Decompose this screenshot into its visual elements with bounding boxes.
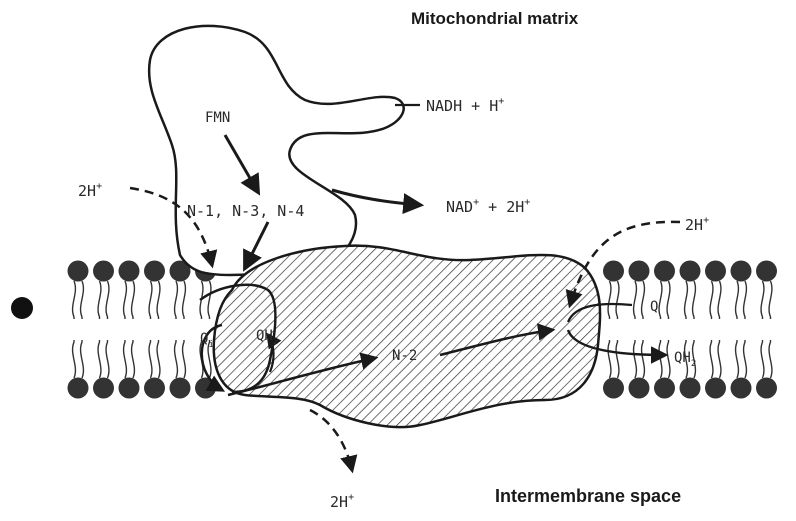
lipid-tail	[769, 281, 772, 319]
lipid-tail	[736, 340, 739, 378]
left-proton-label: 2H+	[78, 181, 102, 200]
lipid-tail	[710, 281, 713, 319]
lipid-head	[195, 378, 216, 399]
lipid-head	[170, 378, 191, 399]
lipid-head	[93, 261, 114, 282]
lipid-tail	[685, 281, 688, 319]
lipid-head	[654, 261, 675, 282]
lipid-head	[603, 261, 624, 282]
lipid-tail	[106, 340, 109, 378]
fmn-label: FMN	[205, 110, 230, 126]
lipid-head	[756, 378, 777, 399]
lipid-tail	[73, 340, 76, 378]
lipid-tail	[718, 340, 721, 378]
lipid-head	[756, 261, 777, 282]
lipid-tail	[744, 340, 747, 378]
lipid-head	[705, 378, 726, 399]
lipid-head	[680, 261, 701, 282]
lipid-head	[731, 378, 752, 399]
intermembrane-label: Intermembrane space	[495, 486, 681, 506]
lipid-tail	[183, 281, 186, 319]
lipid-tail	[616, 340, 619, 378]
lipid-tail	[81, 340, 84, 378]
lipid-tail	[149, 281, 152, 319]
lipid-tail	[132, 281, 135, 319]
lipid-tail	[608, 340, 611, 378]
lipid-tail	[73, 281, 76, 319]
lipid-head	[68, 261, 89, 282]
lipid-head	[603, 378, 624, 399]
bottom-proton-label: 2H+	[330, 492, 354, 511]
lipid-tail	[132, 340, 135, 378]
lipid-tail	[98, 340, 101, 378]
lipid-head	[93, 378, 114, 399]
lipid-tail	[710, 340, 713, 378]
lipid-tail	[124, 340, 127, 378]
lipid-tail	[81, 281, 84, 319]
lipid-tail	[659, 340, 662, 378]
nadh-label: NADH + H+	[426, 96, 504, 115]
hydrophilic-arm	[149, 26, 404, 275]
lipid-head	[654, 378, 675, 399]
lipid-tail	[634, 340, 637, 378]
bottom-proton-arrow	[310, 410, 352, 470]
lipid-tail	[667, 340, 670, 378]
matrix-label: Mitochondrial matrix	[411, 9, 579, 28]
lipid-head	[629, 261, 650, 282]
lipid-tail	[769, 340, 772, 378]
lipid-head	[705, 261, 726, 282]
lipid-tail	[157, 340, 160, 378]
lipid-head	[119, 261, 140, 282]
nad-label: NAD+ + 2H+	[446, 197, 530, 216]
lipid-tail	[149, 340, 152, 378]
lipid-tail	[667, 281, 670, 319]
lipid-tail	[659, 281, 662, 319]
lipid-tail	[761, 340, 764, 378]
particle-dot	[11, 297, 33, 319]
lipid-tail	[183, 340, 186, 378]
lipid-tail	[642, 281, 645, 319]
lipid-head	[144, 378, 165, 399]
lipid-tail	[693, 281, 696, 319]
lipid-tail	[208, 281, 211, 319]
lipid-tail	[98, 281, 101, 319]
lipid-tail	[736, 281, 739, 319]
lipid-head	[731, 261, 752, 282]
lipid-tail	[175, 281, 178, 319]
n2-label: N-2	[392, 348, 417, 364]
q-right-label: Q	[650, 299, 658, 315]
lipid-tail	[718, 281, 721, 319]
lipid-tail	[124, 281, 127, 319]
lipid-head	[68, 378, 89, 399]
lipid-tail	[744, 281, 747, 319]
lipid-tail	[616, 281, 619, 319]
lipid-head	[680, 378, 701, 399]
lipid-head	[119, 378, 140, 399]
right-proton-label: 2H+	[685, 215, 709, 234]
lipid-tail	[634, 281, 637, 319]
lipid-tail	[106, 281, 109, 319]
lipid-tail	[761, 281, 764, 319]
lipid-tail	[157, 281, 160, 319]
lipid-head	[144, 261, 165, 282]
lipid-tail	[608, 281, 611, 319]
lipid-tail	[175, 340, 178, 378]
lipid-head	[629, 378, 650, 399]
lipid-tail	[642, 340, 645, 378]
fes-cluster-label: N-1, N-3, N-4	[187, 202, 304, 220]
